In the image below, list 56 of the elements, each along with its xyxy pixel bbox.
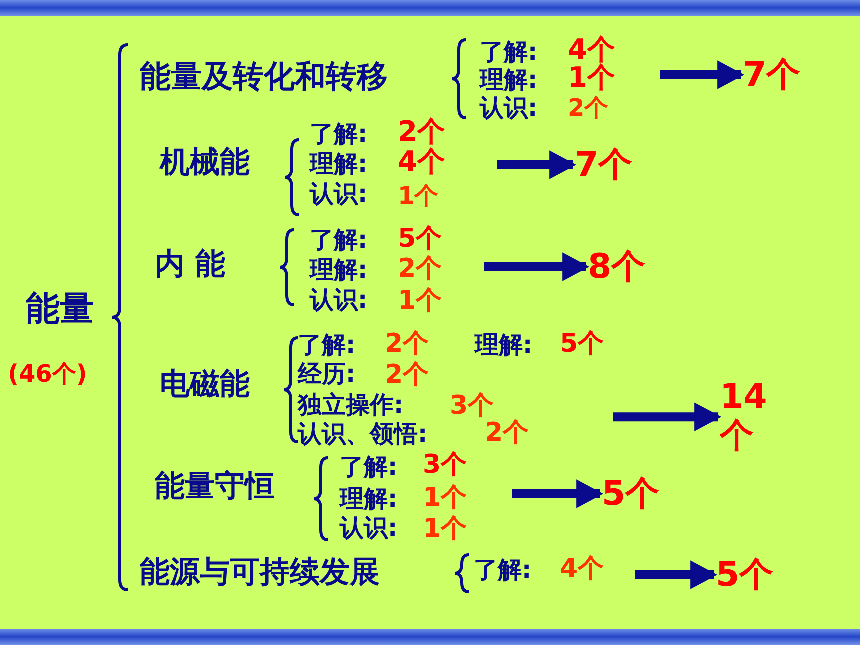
arrow bbox=[660, 60, 745, 90]
count-label: 2个 bbox=[398, 256, 442, 282]
level-label: 经历: bbox=[298, 362, 356, 386]
level-label: 了解: bbox=[480, 40, 538, 64]
level-label: 理解: bbox=[340, 487, 398, 511]
level-label: 认识: bbox=[480, 96, 538, 120]
total-count: 5个 bbox=[716, 558, 774, 592]
count-label: 4个 bbox=[398, 148, 446, 176]
count-label: 1个 bbox=[423, 516, 468, 542]
total-count: 8个 bbox=[588, 250, 646, 284]
total-count: 7个 bbox=[743, 58, 801, 92]
level-label: 了解: bbox=[310, 228, 368, 252]
level-label: 认识: bbox=[310, 182, 368, 206]
arrow bbox=[484, 252, 590, 282]
topic-label: 能源与可持续发展 bbox=[140, 558, 380, 588]
count-label: 5个 bbox=[398, 226, 442, 252]
count-label: 1个 bbox=[568, 64, 616, 92]
count-label: 5个 bbox=[560, 331, 604, 357]
level-label: 认识: bbox=[310, 288, 368, 312]
arrow bbox=[512, 480, 604, 508]
count-label: 2个 bbox=[568, 96, 609, 120]
topic-label: 电磁能 bbox=[160, 370, 250, 400]
level-label: 了解: bbox=[474, 558, 532, 582]
root-label: 能量 bbox=[26, 292, 94, 326]
level-label: 理解: bbox=[310, 258, 368, 282]
count-label: 4个 bbox=[568, 36, 616, 64]
total-count-label: (46个) bbox=[8, 362, 88, 386]
count-label: 1个 bbox=[398, 288, 442, 314]
level-label: 了解: bbox=[310, 122, 368, 146]
count-label: 2个 bbox=[485, 420, 530, 446]
level-label: 理解: bbox=[475, 333, 533, 357]
count-label: 1个 bbox=[398, 184, 439, 208]
level-label: 独立操作: bbox=[298, 393, 404, 417]
count-label: 3个 bbox=[450, 393, 494, 419]
topic-label: 机械能 bbox=[160, 148, 250, 178]
total-count: 14个 bbox=[720, 378, 770, 456]
topic-label: 能量守恒 bbox=[155, 472, 275, 502]
count-label: 4个 bbox=[560, 556, 604, 582]
count-label: 2个 bbox=[398, 118, 446, 146]
topic-label: 能量及转化和转移 bbox=[140, 62, 388, 93]
level-label: 认识、领悟: bbox=[298, 422, 428, 446]
count-label: 2个 bbox=[385, 331, 430, 357]
arrow bbox=[497, 150, 577, 180]
level-label: 认识: bbox=[340, 516, 398, 540]
count-label: 2个 bbox=[385, 362, 430, 388]
level-label: 了解: bbox=[298, 333, 356, 357]
arrow bbox=[613, 402, 722, 432]
level-label: 了解: bbox=[340, 455, 398, 479]
total-count: 7个 bbox=[575, 148, 633, 182]
arrow bbox=[635, 560, 718, 590]
level-label: 理解: bbox=[480, 68, 538, 92]
total-count: 5个 bbox=[602, 477, 660, 511]
topic-label: 内 能 bbox=[155, 250, 226, 280]
count-label: 3个 bbox=[423, 452, 468, 478]
count-label: 1个 bbox=[423, 485, 468, 511]
level-label: 理解: bbox=[310, 152, 368, 176]
